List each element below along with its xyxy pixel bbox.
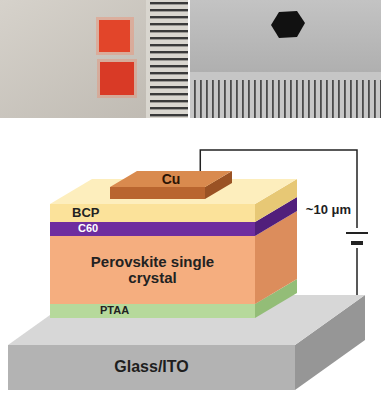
top-face [110,171,232,187]
sem-photo [190,0,381,118]
hexagon-crystal [271,11,305,38]
ruler [190,72,381,118]
ruler-ticks [150,0,188,118]
crystal-sample [100,62,134,95]
front-face [8,345,295,390]
ruler [146,0,188,118]
text-area: Perovskite single crystal [50,236,255,304]
text-area: PTAA [50,304,255,318]
layer-label: PTAA [100,305,129,317]
layer-label: C60 [78,223,98,235]
crystal-glow [96,17,134,55]
layer-label: BCP [72,206,99,220]
layer-label: Glass/ITO [114,359,188,376]
text-area: Glass/ITO [8,345,295,390]
crystal-glow [97,59,137,98]
front-face [50,222,255,236]
battery-patch [344,228,370,248]
ruler-ticks [190,80,381,118]
front-face [50,236,255,304]
battery-plate [351,241,363,245]
layer-label: Perovskite single crystal [78,254,228,286]
crystal-sample [99,20,130,52]
text-area: C60 [50,222,255,236]
text-area: BCP [50,204,255,222]
copper-electrode: Cu [110,171,232,199]
layer-label: Cu [162,172,181,187]
front-face [50,204,255,222]
text-area: Cu [124,171,219,187]
front-face [50,304,255,318]
thickness-label: ~10 μm [306,203,351,217]
optical-photo [0,0,188,118]
front-face [110,187,205,199]
battery-plate [346,232,368,234]
